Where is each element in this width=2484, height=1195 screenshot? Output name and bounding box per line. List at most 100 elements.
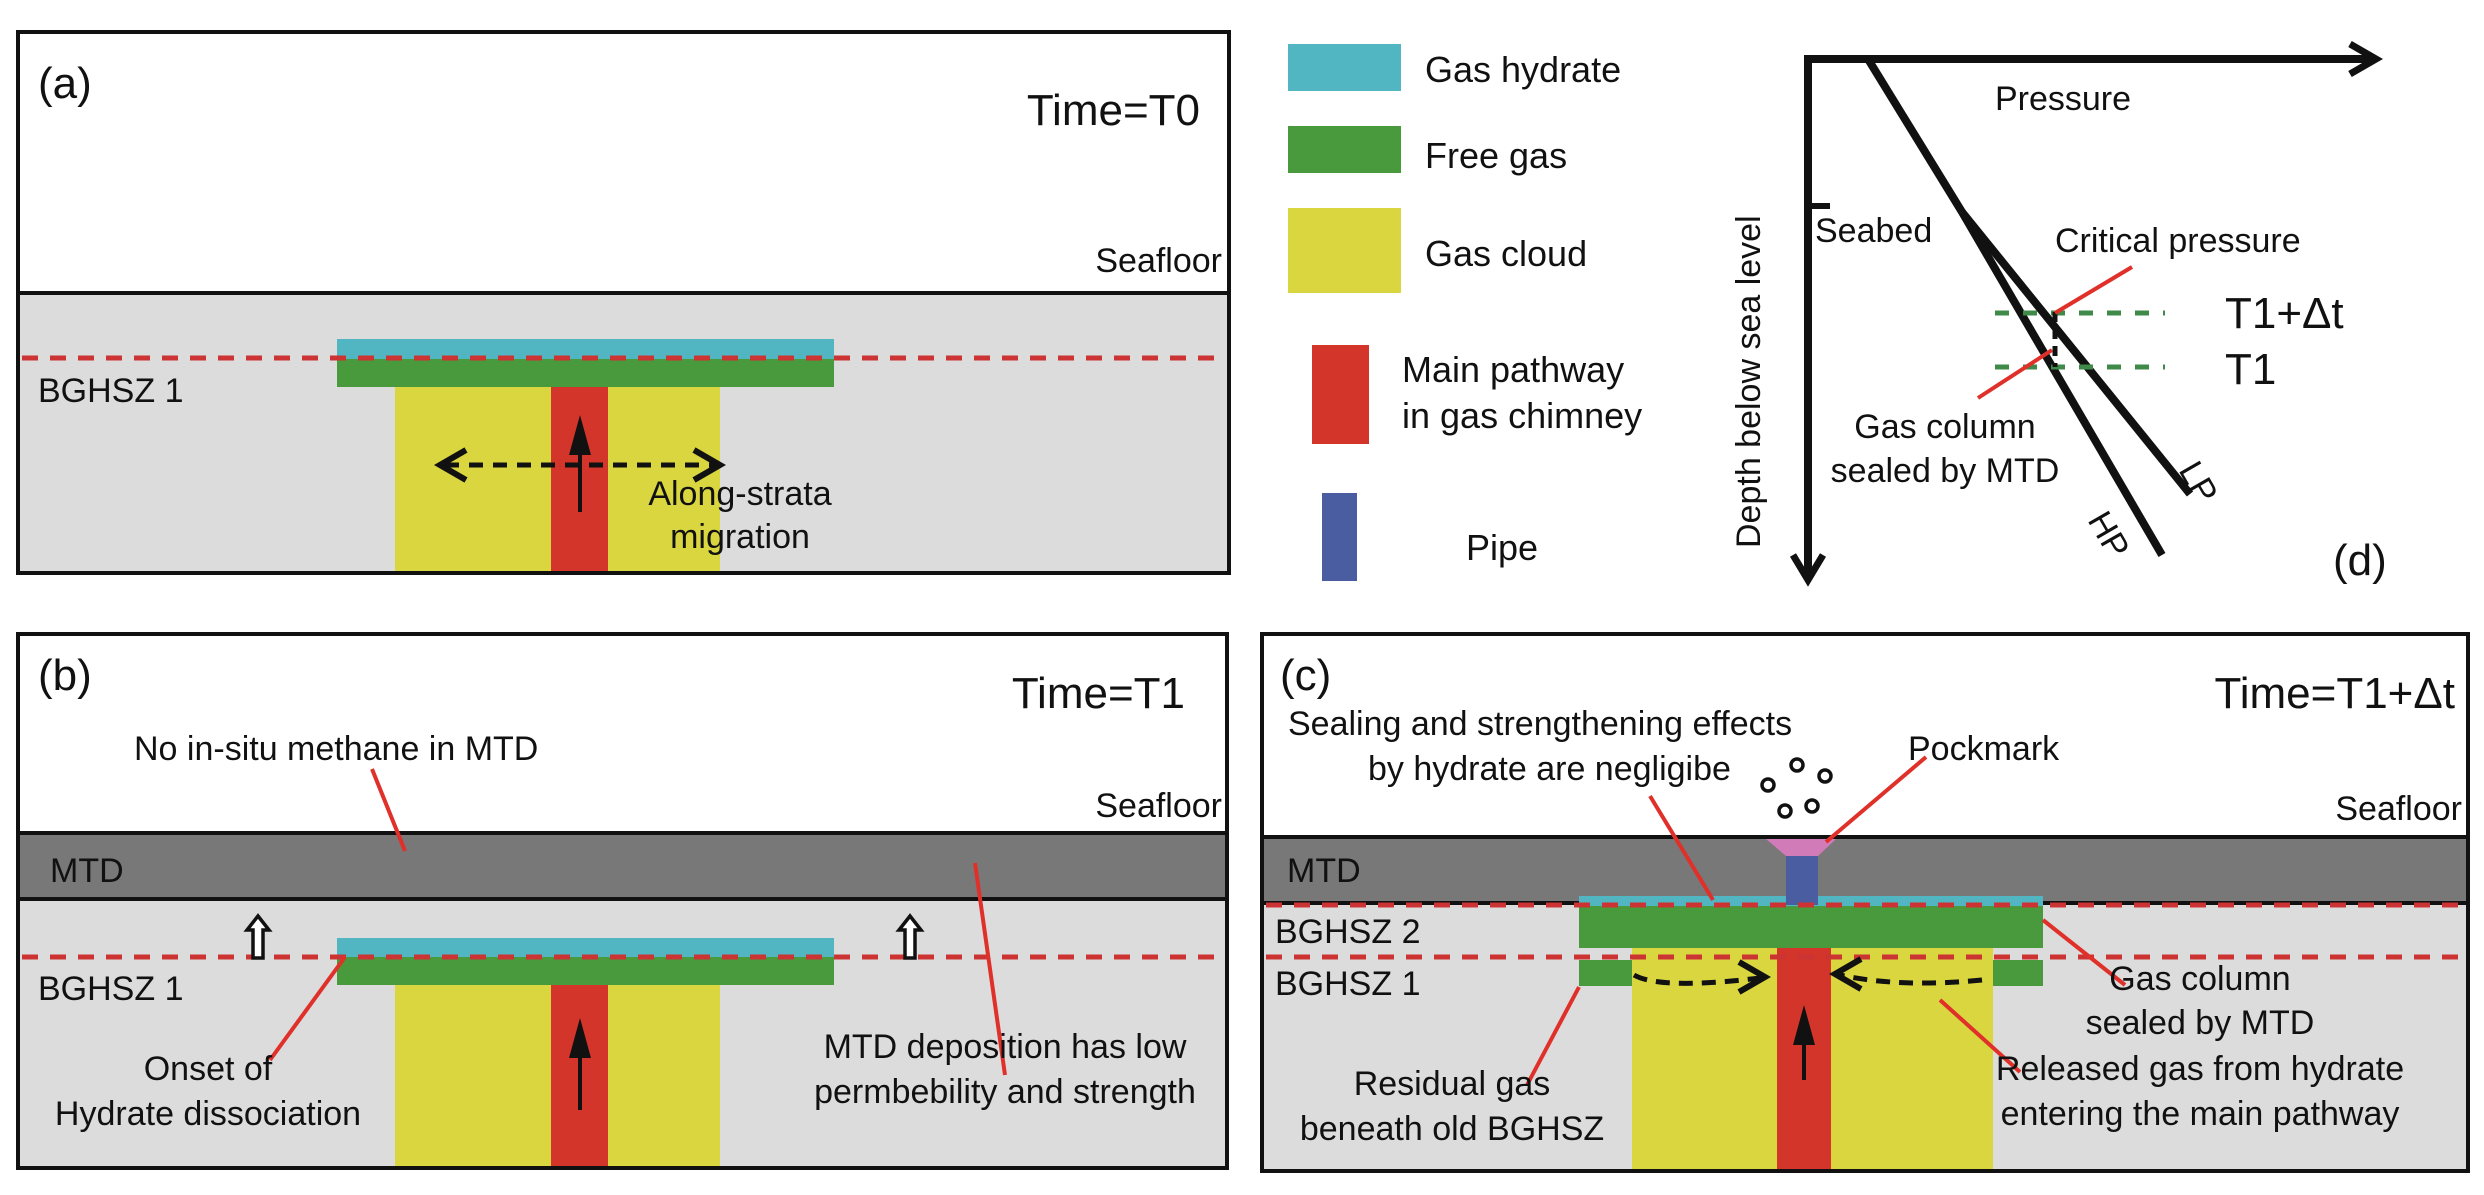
lp-label: LP bbox=[2171, 455, 2225, 510]
pressure-line-upper bbox=[1864, 56, 1966, 215]
pockmark bbox=[1766, 839, 1836, 856]
lp-line bbox=[1958, 209, 2194, 497]
seabed-label: Seabed bbox=[1815, 212, 1932, 250]
gas-bubble-icon bbox=[1789, 757, 1805, 773]
legend-label-gas_cloud: Gas cloud bbox=[1425, 233, 1587, 274]
free-gas-layer bbox=[337, 359, 834, 387]
time-label: Time=T0 bbox=[1027, 86, 1200, 135]
hp-line bbox=[1958, 209, 2166, 558]
seafloor-label: Seafloor bbox=[1095, 242, 1222, 280]
migration-label-line2: migration bbox=[670, 518, 810, 556]
panel-tag: (b) bbox=[38, 651, 92, 700]
arrow-right-icon bbox=[1737, 959, 1772, 995]
note-pockmark: Pockmark bbox=[1908, 730, 2060, 768]
legend-swatch-pathway bbox=[1312, 345, 1369, 444]
arrow-left-icon bbox=[1828, 956, 1863, 992]
note-mtd-line2: permbebility and strength bbox=[814, 1073, 1196, 1111]
water bbox=[18, 634, 1227, 833]
bghsz-label: BGHSZ 1 bbox=[38, 372, 183, 410]
mtd-layer bbox=[18, 833, 1227, 899]
critical-pressure-label: Critical pressure bbox=[2055, 222, 2301, 260]
legend-label-pipe: Pipe bbox=[1466, 527, 1538, 568]
leader-line-onset bbox=[268, 955, 347, 1062]
released-gas-arrow-right bbox=[1839, 972, 1983, 986]
pressure-axis-label: Pressure bbox=[1995, 80, 2131, 118]
time-label: Time=T1+Δt bbox=[2215, 669, 2456, 718]
leader-line-sealing bbox=[1648, 794, 1715, 902]
leader-line-gas-column bbox=[2041, 918, 2127, 987]
note-released-line1: Released gas from hydrate bbox=[1996, 1050, 2404, 1088]
mtd-label: MTD bbox=[1287, 852, 1361, 890]
leader-line-pockmark bbox=[1824, 755, 1928, 844]
note-sealing-line2: by hydrate are negligibe bbox=[1368, 750, 1731, 788]
water bbox=[18, 32, 1229, 293]
note-sealing-line1: Sealing and strengthening effects bbox=[1288, 705, 1792, 743]
gas-bubble-icon bbox=[1760, 777, 1776, 793]
legend-swatch-pipe bbox=[1322, 493, 1357, 581]
panel-tag: (d) bbox=[2333, 536, 2387, 585]
gas-bubble-icon bbox=[1777, 803, 1793, 819]
legend-swatch-hydrate bbox=[1288, 44, 1401, 91]
arrow-head bbox=[569, 1018, 591, 1058]
free-gas-column bbox=[1579, 906, 2043, 948]
note-residual-line1: Residual gas bbox=[1354, 1065, 1551, 1103]
note-onset-line2: Hydrate dissociation bbox=[55, 1095, 361, 1133]
arrow-head bbox=[1793, 1005, 1815, 1045]
pressure-axis-arrow-icon bbox=[2348, 40, 2384, 78]
seafloor-label: Seafloor bbox=[2335, 790, 2462, 828]
t1-dt-label: T1+Δt bbox=[2225, 289, 2344, 338]
residual-gas-left bbox=[1579, 960, 1632, 986]
panel-a-frame bbox=[16, 30, 1231, 575]
bghsz-1-label: BGHSZ 1 bbox=[1275, 965, 1420, 1003]
gas-column-label-line2: sealed by MTD bbox=[1831, 452, 2060, 490]
depth-axis-arrow-icon bbox=[1789, 553, 1827, 587]
panel-tag: (a) bbox=[38, 59, 92, 108]
note-onset-line1: Onset of bbox=[144, 1050, 273, 1088]
bghsz-label: BGHSZ 1 bbox=[38, 970, 183, 1008]
gas-column-label-line1: Gas column bbox=[1854, 408, 2035, 446]
pipe bbox=[1786, 856, 1818, 905]
leader-line-methane bbox=[370, 768, 407, 852]
free-gas-layer bbox=[337, 957, 834, 985]
leader-line-mtd bbox=[973, 862, 1007, 1076]
legend-label-free_gas: Free gas bbox=[1425, 135, 1567, 176]
hollow-up-arrow-icon bbox=[243, 913, 273, 960]
depth-axis-label: Depth below sea level bbox=[1730, 215, 1768, 548]
panel-tag: (c) bbox=[1280, 651, 1331, 700]
migration-up-arrow-icon bbox=[569, 415, 591, 512]
hollow-arrow-shape bbox=[895, 913, 925, 960]
mtd-label: MTD bbox=[50, 852, 124, 890]
legend-label-pathway: Main pathway bbox=[1402, 349, 1624, 390]
panel-b-frame bbox=[16, 632, 1229, 1170]
gas-bubble-icon bbox=[1817, 768, 1833, 784]
note-gas-column-line1: Gas column bbox=[2109, 960, 2290, 998]
hollow-up-arrow-icon bbox=[895, 913, 925, 960]
mtd-layer bbox=[1262, 837, 2468, 903]
migration-up-arrow-icon bbox=[569, 1018, 591, 1110]
panel-c-frame bbox=[1260, 632, 2470, 1173]
hollow-arrow-shape bbox=[243, 913, 273, 960]
arrow-right-icon bbox=[692, 447, 727, 483]
bghsz-2-label: BGHSZ 2 bbox=[1275, 913, 1420, 951]
legend-swatch-gas_cloud bbox=[1288, 208, 1401, 293]
leader-line-column bbox=[1976, 348, 2054, 400]
legend-label-hydrate: Gas hydrate bbox=[1425, 49, 1621, 90]
leader-line-released bbox=[1938, 998, 2022, 1074]
note-mtd-line1: MTD deposition has low bbox=[824, 1028, 1187, 1066]
migration-label-line1: Along-strata bbox=[648, 475, 831, 513]
legend-label-pathway-line2: in gas chimney bbox=[1402, 395, 1642, 436]
leader-line-residual bbox=[1525, 986, 1581, 1086]
note-no-methane: No in-situ methane in MTD bbox=[134, 730, 538, 768]
leader-line-critical bbox=[2053, 265, 2134, 315]
residual-gas-right bbox=[1993, 960, 2043, 986]
water bbox=[1262, 634, 2468, 837]
arrow-head bbox=[569, 415, 591, 455]
gas-hydrate-layer bbox=[337, 339, 834, 359]
arrow-left-icon bbox=[433, 447, 468, 483]
migration-up-arrow-icon bbox=[1793, 1005, 1815, 1080]
